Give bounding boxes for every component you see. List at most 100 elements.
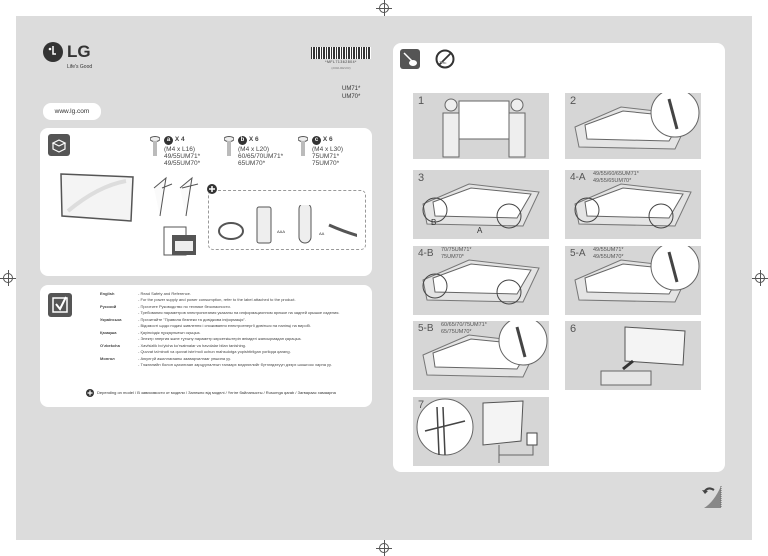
- screw-letter-badge: b: [238, 136, 247, 145]
- website-link[interactable]: www.lg.com: [43, 103, 101, 120]
- screw-icon: [224, 136, 234, 156]
- screw-size: (M4 x L30): [312, 146, 344, 153]
- brand-name: LG: [67, 42, 91, 61]
- language-line: - Аюулгүй ажиллагааны зааварчилгааг унши…: [138, 356, 231, 361]
- step-number: 2: [570, 95, 577, 107]
- optional-accessories-illustration: [218, 205, 357, 244]
- cleaning-brush-icon: [400, 49, 420, 69]
- step-number: 4-B: [418, 248, 434, 259]
- step-model: 60/65/70/75UM71*: [441, 322, 487, 328]
- screw-size: (M4 x L20): [238, 146, 270, 153]
- language-name: Русский: [100, 304, 117, 309]
- language-name: English: [100, 291, 115, 296]
- step-model: 70/75UM71*: [441, 247, 472, 253]
- step-model-list: 70/75UM71*75UM70*: [441, 247, 472, 261]
- step-panel-5-A: 5-A 49/55UM71*49/55UM70*: [565, 246, 701, 315]
- plus-icon: [207, 184, 217, 194]
- registration-mark: [0, 270, 16, 286]
- tv-on-box-stand-illustration: [422, 321, 548, 378]
- language-line: - Xavfsizlik bo'yicha ko'rsatmalar va ha…: [138, 343, 247, 348]
- registration-mark: [752, 270, 768, 286]
- step-model-list: 49/55UM71*49/55UM70*: [593, 247, 624, 261]
- tv-on-box-stand-illustration: [422, 259, 540, 305]
- step-panel-4-A: 4-A 49/55/60/65UM71*49/55/65UM70*: [565, 170, 701, 239]
- model: UM71*: [342, 86, 361, 92]
- language-line: - Требования параметров электропитания у…: [138, 310, 340, 315]
- tv-illustration: [60, 173, 134, 222]
- step-number: 4-A: [570, 172, 586, 183]
- optional-accessories-box: AAA AA: [208, 190, 366, 250]
- step-model-list: 60/65/70/75UM71*65/75UM70*: [441, 322, 487, 336]
- screw-size: (M4 x L16): [164, 146, 196, 153]
- screw-quantity: X 4: [174, 136, 185, 143]
- language-line: - Read Safety and Reference.: [138, 291, 191, 296]
- screw-letter-badge: c: [312, 136, 321, 145]
- model: UM70*: [342, 93, 361, 100]
- step-label: A: [477, 226, 483, 235]
- language-name: O'zbekcha: [100, 343, 120, 348]
- step-panel-1: 1: [413, 93, 549, 159]
- tagline: Life's Good: [67, 64, 93, 70]
- step-model: 75UM70*: [441, 254, 464, 260]
- screw-icon: [298, 136, 308, 156]
- language-line: - Відомості щодо подачі живлення і спожи…: [138, 323, 311, 328]
- screw-model: 49/55UM70*: [164, 160, 201, 167]
- barcode: [311, 47, 371, 59]
- depending-on-model-note: Depending on model / В зависимости от мо…: [97, 390, 336, 395]
- screw-model: 65UM70*: [238, 160, 266, 167]
- step-model: 49/55UM70*: [593, 254, 624, 260]
- language-line: - Quvvat ta'minoti va quvvat iste'moli u…: [138, 349, 291, 354]
- step-panel-7: 7: [413, 397, 549, 466]
- battery-label-aaa: AAA: [277, 229, 286, 234]
- step-number: 1: [418, 95, 425, 107]
- screw-icon: [150, 136, 160, 156]
- tv-standing-illustration: [600, 326, 686, 386]
- step-number: 6: [570, 323, 577, 335]
- language-line: - For the power supply and power consump…: [138, 297, 296, 302]
- two-people-lifting-tv-illustration: [442, 98, 526, 158]
- no-spray-icon: [435, 49, 455, 69]
- step-number: 5-A: [570, 248, 586, 259]
- cable-management-illustration: [416, 398, 538, 463]
- battery-label-aa: AA: [319, 231, 325, 236]
- language-line: - Тэжээлийн болон цахилгаан зарцуулалтын…: [138, 362, 332, 367]
- accessories-panel: a X 4 (M4 x L16)49/55UM71*49/55UM70* b X…: [40, 128, 372, 276]
- plus-icon: [86, 389, 94, 397]
- language-name: Қазақша: [100, 330, 117, 335]
- language-name: Монгол: [100, 356, 115, 361]
- step-panel-4-B: 4-B 70/75UM71*75UM70*: [413, 246, 549, 315]
- screw-model: 75UM70*: [312, 160, 340, 167]
- screw-quantity: X 6: [322, 136, 333, 143]
- step-model: 65/75UM70*: [441, 329, 472, 335]
- checkbox-icon: [48, 293, 72, 317]
- step-label: B: [431, 218, 437, 227]
- step-model-list: 49/55/60/65UM71*49/55/65UM70*: [593, 171, 639, 185]
- step-model: 49/55/65UM70*: [593, 178, 632, 184]
- stand-legs-illustration: [153, 176, 199, 217]
- barcode-number: *MFL71362804*: [325, 60, 357, 64]
- step-number: 7: [418, 399, 425, 411]
- step-panel-6: 6: [565, 321, 701, 390]
- screw-letter-badge: a: [164, 136, 173, 145]
- step-model: 49/55/60/65UM71*: [593, 171, 639, 177]
- language-line: - Электр энергия және тұтыну параметр кө…: [138, 336, 302, 341]
- tv-on-box-stand-illustration: [422, 183, 540, 229]
- tv-on-box-stand-illustration: [574, 246, 700, 303]
- screw-quantity: X 6: [248, 136, 259, 143]
- language-line: - Прочитайте "Правила безпеки та довідко…: [138, 317, 246, 322]
- safety-panel: English - Read Safety and Reference.- For…: [40, 285, 372, 407]
- barcode-rev: (2002-REV03): [331, 66, 351, 70]
- step-model: 49/55UM71*: [593, 247, 624, 253]
- page-turn-icon: [702, 486, 722, 508]
- step-panel-5-B: 5-B 60/65/70/75UM71*65/75UM70*: [413, 321, 549, 390]
- lg-face-icon: [43, 42, 63, 62]
- screw-model: 49/55UM71*: [164, 153, 201, 160]
- screw-model: 75UM71*: [312, 153, 340, 160]
- registration-mark: [376, 540, 392, 556]
- tv-on-box-stand-illustration: [574, 183, 692, 229]
- model-list: UM71* UM70*: [342, 86, 360, 101]
- step-number: 5-B: [418, 323, 434, 334]
- registration-mark: [376, 0, 392, 16]
- box-contents-icon: [48, 134, 70, 156]
